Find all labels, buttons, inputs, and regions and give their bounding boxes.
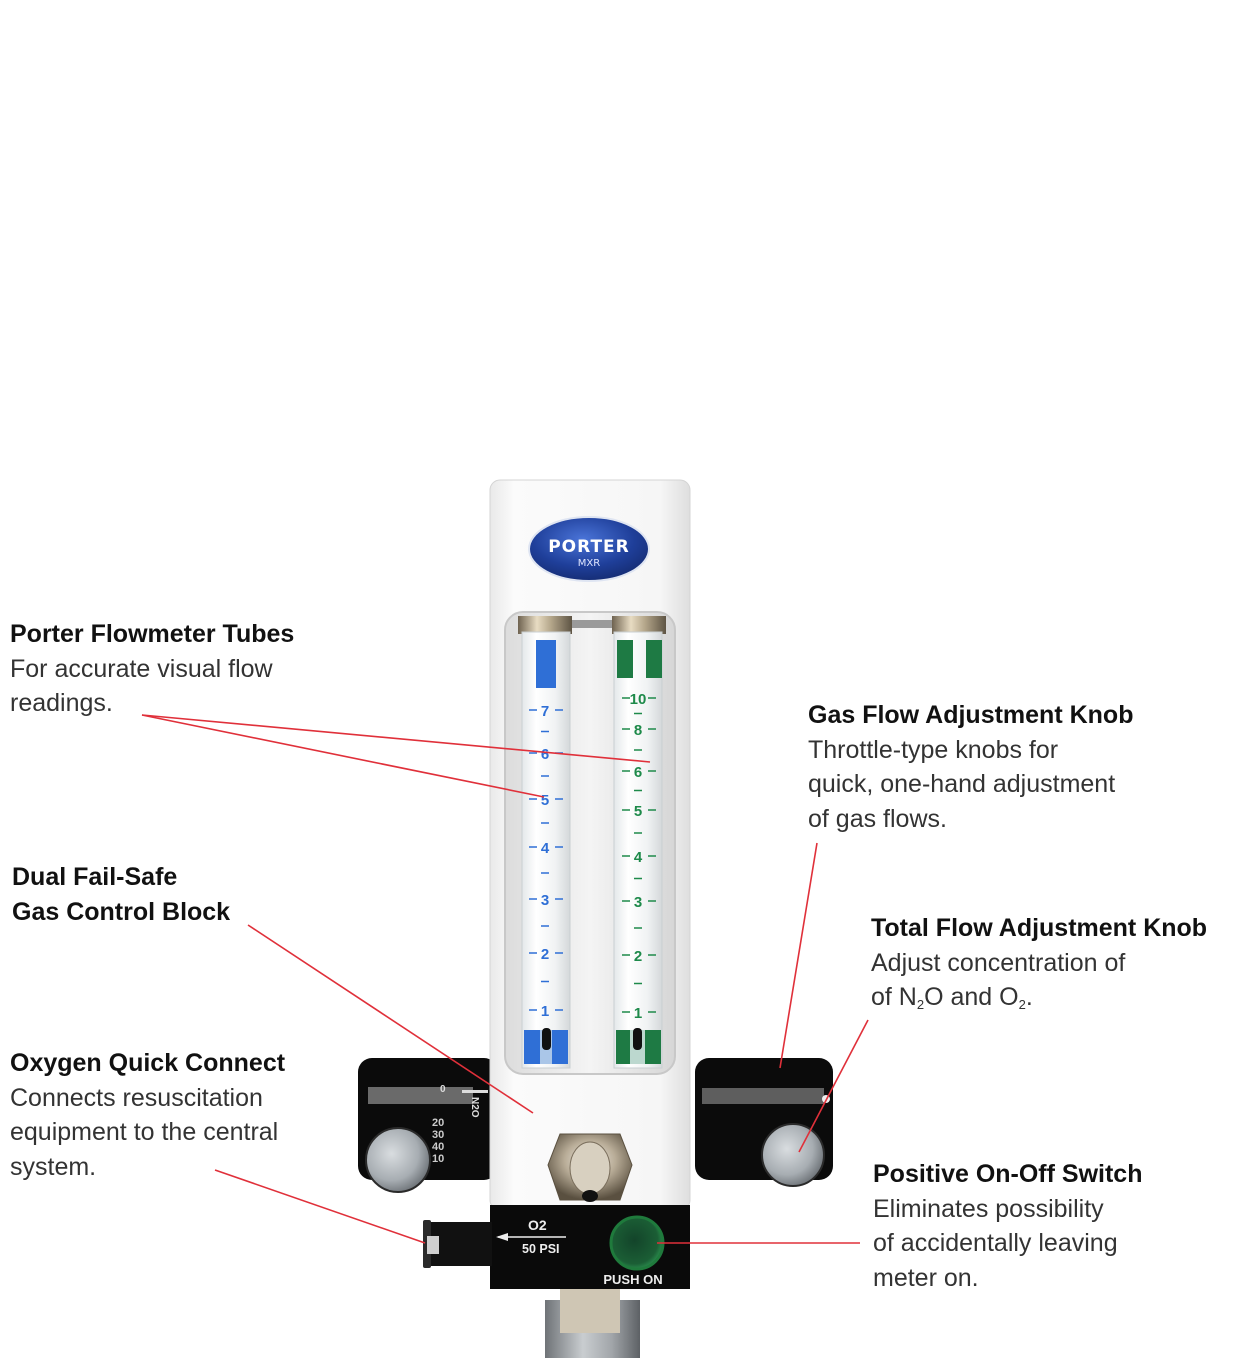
dial-mark-20: 20 — [432, 1117, 444, 1129]
callout-total-flow-knob: Total Flow Adjustment Knob Adjust concen… — [871, 911, 1207, 1023]
callout-desc-line: system. — [10, 1152, 97, 1181]
callout-desc-line: of gas flows. — [808, 804, 947, 833]
subscript: 2 — [916, 997, 925, 1012]
total-flow-knob[interactable] — [761, 1123, 825, 1187]
callout-desc-line: of N2O and O2. — [871, 980, 1207, 1023]
desc-text: of N — [871, 983, 917, 1011]
n2o-float-ball — [633, 1028, 642, 1050]
o2-scale-label: 1 — [541, 1003, 549, 1020]
n2o-scale-label: 3 — [634, 894, 642, 911]
callout-title: Gas Flow Adjustment Knob — [808, 701, 1134, 729]
o2-scale-label: 6 — [541, 746, 549, 763]
n2o-scale-label: 5 — [634, 803, 642, 820]
subscript: 2 — [1018, 997, 1026, 1012]
porter-logo: PORTER MXR — [528, 516, 650, 582]
desc-text: . — [1025, 983, 1033, 1011]
callout-flowmeter-tubes: Porter Flowmeter Tubes For accurate visu… — [10, 617, 294, 721]
mount-nut — [560, 1288, 620, 1333]
pressure-label: 50 PSI — [522, 1242, 560, 1256]
n2o-scale-label: 4 — [634, 849, 643, 866]
o2-label: O2 — [528, 1217, 547, 1233]
dial-gas-label: N2O — [469, 1097, 480, 1118]
callout-title-line: Dual Fail-Safe — [12, 863, 178, 891]
n2o-scale-label: 1 — [634, 1005, 642, 1022]
n2o-scale-label: 8 — [634, 722, 642, 739]
callout-dual-failsafe: Dual Fail-Safe Gas Control Block — [12, 860, 230, 929]
n2o-flowmeter-tube — [613, 631, 663, 1069]
callout-title: Porter Flowmeter Tubes — [10, 620, 295, 648]
push-on-label: PUSH ON — [603, 1272, 662, 1287]
callout-desc-line: equipment to the central — [10, 1118, 279, 1146]
callout-desc-line: Adjust concentration of — [871, 948, 1126, 977]
dial-mark-30: 30 — [432, 1129, 444, 1141]
o2-scale-label: 5 — [541, 792, 549, 809]
n2o-scale-label: 10 — [630, 691, 647, 708]
n2o-scale-label: 2 — [634, 948, 642, 965]
on-off-push-button[interactable] — [609, 1215, 665, 1271]
callout-desc-line: Connects resuscitation — [10, 1083, 263, 1112]
gas-flow-knob[interactable] — [365, 1127, 431, 1193]
logo-brand: PORTER — [548, 537, 630, 557]
callout-desc-line: of accidentally leaving — [873, 1229, 1118, 1257]
oxygen-quick-connect[interactable] — [423, 1220, 492, 1268]
o2-scale-label: 3 — [541, 892, 549, 909]
desc-text: O and O — [924, 983, 1019, 1011]
dial-mark-0: 0 — [440, 1084, 446, 1095]
callout-gas-flow-knob: Gas Flow Adjustment Knob Throttle-type k… — [808, 698, 1133, 836]
o2-scale-label: 4 — [541, 840, 550, 857]
callout-title: Total Flow Adjustment Knob — [871, 914, 1208, 942]
callout-title: Oxygen Quick Connect — [10, 1049, 286, 1077]
n2o-scale-label: 6 — [634, 764, 642, 781]
center-outlet-fitting — [547, 1133, 633, 1202]
callout-onoff-switch: Positive On-Off Switch Eliminates possib… — [873, 1157, 1142, 1295]
callout-title: Positive On-Off Switch — [873, 1160, 1143, 1188]
callout-desc-line: meter on. — [873, 1263, 979, 1292]
o2-float-ball — [542, 1028, 551, 1050]
callout-desc-line: Eliminates possibility — [873, 1194, 1104, 1223]
dial-mark-40: 40 — [432, 1141, 444, 1153]
callout-desc-line: quick, one-hand adjustment — [808, 770, 1116, 798]
o2-scale-label: 7 — [541, 703, 549, 720]
callout-desc-line: For accurate visual flow — [10, 654, 273, 683]
o2-scale-label: 2 — [541, 946, 549, 963]
logo-model: MXR — [578, 558, 600, 569]
callout-desc-line: readings. — [10, 689, 113, 717]
callout-title-line: Gas Control Block — [12, 897, 231, 926]
callout-desc-line: Throttle-type knobs for — [808, 735, 1059, 764]
callout-oxygen-quick-connect: Oxygen Quick Connect Connects resuscitat… — [10, 1046, 285, 1184]
dial-mark-10: 10 — [432, 1153, 444, 1165]
